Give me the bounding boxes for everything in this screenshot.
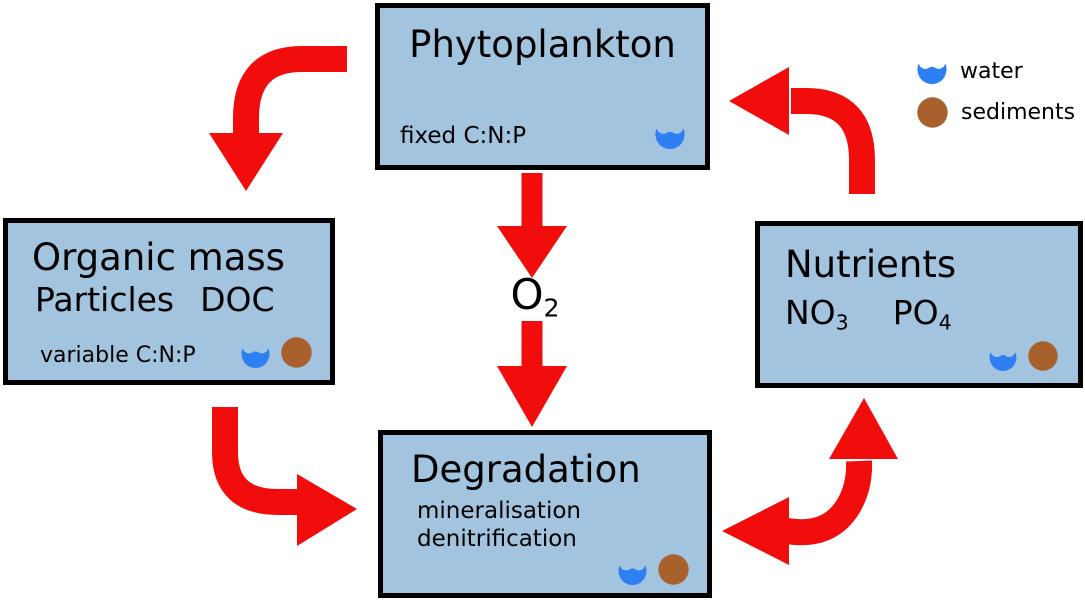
arrow-o2-to-degradation xyxy=(497,321,567,427)
organic-mass-doc-label: DOC xyxy=(200,280,275,320)
degradation-note-denitrification: denitrification xyxy=(417,525,577,552)
nutrients-po4-label: PO4 xyxy=(892,293,952,336)
nutrients-title: Nutrients xyxy=(785,243,957,286)
nutrients-box: Nutrients NO3 PO4 xyxy=(755,221,1083,388)
legend-water-label: water xyxy=(960,58,1023,84)
sediment-icon xyxy=(1028,341,1058,371)
arrow-phytoplankton-to-o2 xyxy=(497,173,567,278)
water-icon xyxy=(917,63,947,84)
organic-mass-note: variable C:N:P xyxy=(40,343,196,368)
arrow-nutrients-to-phytoplankton xyxy=(729,67,875,194)
legend-item-water: water xyxy=(917,58,1075,84)
phytoplankton-box: Phytoplankton fixed C:N:P xyxy=(375,3,710,170)
degradation-box: Degradation mineralisation denitrificati… xyxy=(378,430,712,598)
degradation-note-mineralisation: mineralisation xyxy=(417,498,581,525)
water-icon xyxy=(618,565,647,585)
sediment-icon xyxy=(658,554,689,585)
organic-mass-box: Organic mass Particles DOC variable C:N:… xyxy=(3,218,335,385)
water-icon xyxy=(655,128,685,149)
arrow-degradation-nutrients-exchange xyxy=(722,398,898,565)
o2-flow-label: O2 xyxy=(510,270,560,323)
phytoplankton-note: fixed C:N:P xyxy=(400,123,527,149)
arrow-organic-mass-to-degradation xyxy=(212,407,357,546)
sediment-icon xyxy=(281,337,312,368)
phytoplankton-title: Phytoplankton xyxy=(409,23,676,66)
water-icon xyxy=(241,348,270,368)
legend-sediments-label: sediments xyxy=(961,100,1076,125)
sediment-icon xyxy=(917,97,948,128)
degradation-title: Degradation xyxy=(411,448,641,491)
legend-item-sediments: sediments xyxy=(917,97,1075,128)
nutrients-no3-label: NO3 xyxy=(785,293,849,336)
organic-mass-title: Organic mass xyxy=(32,236,285,279)
arrow-phytoplankton-to-organic-mass xyxy=(209,46,347,191)
organic-mass-particles-label: Particles xyxy=(35,280,175,320)
legend: water sediments xyxy=(917,58,1075,128)
water-icon xyxy=(989,352,1017,371)
